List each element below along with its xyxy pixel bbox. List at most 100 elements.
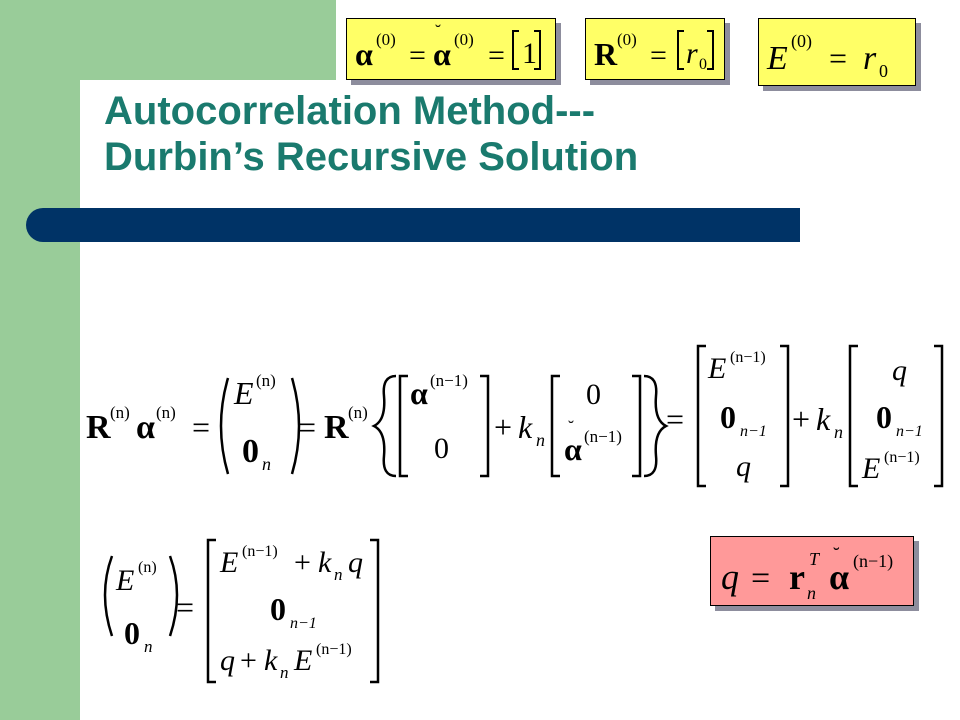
slide-title: Autocorrelation Method--- Durbin’s Recur… [104, 88, 804, 180]
equals-sign: = [666, 401, 684, 437]
R-superscript: (n) [348, 403, 368, 422]
left-bracket [206, 538, 216, 684]
recursion-equation-svg: R (n) α (n) = E (n) 0 n = R (n) α (n−1) … [86, 344, 944, 488]
R-symbol: R [594, 36, 618, 72]
E-symbol: E [115, 564, 134, 597]
equals-sign: = [176, 589, 194, 625]
zero-subscript: n−1 [290, 615, 317, 632]
alpha0-formula-box: α (0) = ˘ α (0) = 1 [346, 18, 556, 80]
plus-sign: + [294, 546, 311, 579]
equals-sign: = [829, 40, 847, 76]
k-symbol: k [318, 546, 332, 579]
breve-accent: ˘ [568, 417, 574, 437]
r-subscript: n [807, 583, 816, 603]
E-symbol: E [293, 644, 312, 677]
q-formula: q = r n T ˘ α (n−1) [721, 544, 893, 603]
E0-formula-box: E (0) = r 0 [758, 18, 916, 86]
alpha-symbol: α [410, 375, 428, 411]
alpha-symbol: α [136, 409, 155, 446]
left-bracket [696, 344, 706, 488]
zero-subscript: n−1 [896, 423, 923, 440]
equals-sign: = [488, 39, 505, 72]
left-bracket [550, 374, 560, 478]
k-subscript: n [536, 430, 545, 450]
right-bracket [780, 344, 790, 488]
k-subscript: n [334, 565, 343, 584]
E-symbol: E [861, 452, 880, 485]
R-symbol: R [324, 409, 349, 446]
plus-sign: + [792, 401, 810, 437]
E-symbol: E [707, 352, 726, 385]
zero-subscript: n [144, 637, 153, 656]
scalar-zero: 0 [586, 378, 601, 411]
error-update-equation: E (n) 0 n = E (n−1) + k n q 0 n−1 q + k … [96, 536, 396, 691]
alpha-superscript: (0) [376, 30, 396, 49]
green-top-band [0, 0, 336, 80]
plus-sign: + [240, 644, 257, 677]
E-superscript: (n−1) [316, 641, 352, 658]
right-paren [168, 555, 179, 637]
breve-accent: ˘ [435, 21, 441, 41]
left-bracket [848, 344, 858, 488]
alpha-breve-symbol: α [564, 431, 582, 467]
equals-sign: = [409, 39, 426, 72]
scalar-zero: 0 [434, 432, 449, 465]
zero-vector: 0 [124, 615, 140, 651]
R-superscript: (0) [617, 30, 637, 49]
right-bracket [480, 374, 490, 478]
R0-formula: R (0) = r 0 [594, 30, 714, 73]
green-sidebar [0, 0, 80, 720]
q-symbol: q [220, 644, 235, 677]
k-subscript: n [280, 663, 289, 682]
right-brace [643, 374, 669, 478]
alpha-breve-superscript: (0) [454, 30, 474, 49]
breve-accent: ˘ [833, 544, 840, 566]
r-superscript: T [809, 549, 821, 569]
k-symbol: k [518, 409, 533, 445]
title-line-2: Durbin’s Recursive Solution [104, 135, 639, 179]
E-symbol: E [233, 375, 254, 411]
left-bracket [677, 30, 684, 70]
alpha-superscript: (n) [156, 403, 176, 422]
right-bracket [707, 30, 714, 70]
alpha-symbol: α [355, 36, 373, 72]
alpha-breve-superscript: (n−1) [853, 551, 893, 572]
E-superscript: (n) [138, 559, 157, 576]
left-paren [103, 555, 114, 637]
alpha-superscript: (n−1) [430, 371, 468, 390]
r-vector: r [789, 557, 805, 597]
r-subscript: 0 [879, 61, 888, 81]
alpha-breve-symbol: α [829, 557, 849, 597]
r-subscript: 0 [699, 56, 707, 73]
k-symbol: k [264, 644, 278, 677]
left-brace [371, 374, 397, 478]
r-symbol: r [686, 37, 698, 70]
R-symbol: R [86, 409, 111, 446]
right-bracket [934, 344, 944, 488]
value-one: 1 [522, 37, 537, 70]
E0-formula: E (0) = r 0 [766, 31, 888, 81]
equals-sign: = [650, 39, 667, 72]
q-symbol: q [736, 450, 751, 483]
zero-vector: 0 [270, 591, 286, 627]
plus-sign: + [494, 409, 512, 445]
q-symbol: q [721, 557, 739, 597]
E-superscript: (0) [791, 31, 812, 52]
r-symbol: r [863, 40, 877, 77]
equals-sign: = [751, 560, 770, 597]
q-symbol: q [348, 546, 363, 579]
right-bracket [534, 30, 541, 70]
alpha0-formula: α (0) = ˘ α (0) = 1 [355, 21, 541, 72]
title-underline-bar [26, 208, 800, 242]
E-superscript: (n) [256, 371, 276, 390]
equals-sign: = [298, 409, 316, 445]
E-superscript: (n−1) [242, 543, 278, 560]
q-symbol: q [892, 354, 907, 387]
right-bracket [370, 538, 380, 684]
right-bracket [632, 374, 642, 478]
R-superscript: (n) [110, 403, 130, 422]
zero-vector: 0 [876, 399, 892, 435]
R0-formula-box: R (0) = r 0 [585, 18, 725, 80]
alpha-breve-symbol: α [433, 36, 451, 72]
E-superscript: (n−1) [884, 449, 920, 466]
